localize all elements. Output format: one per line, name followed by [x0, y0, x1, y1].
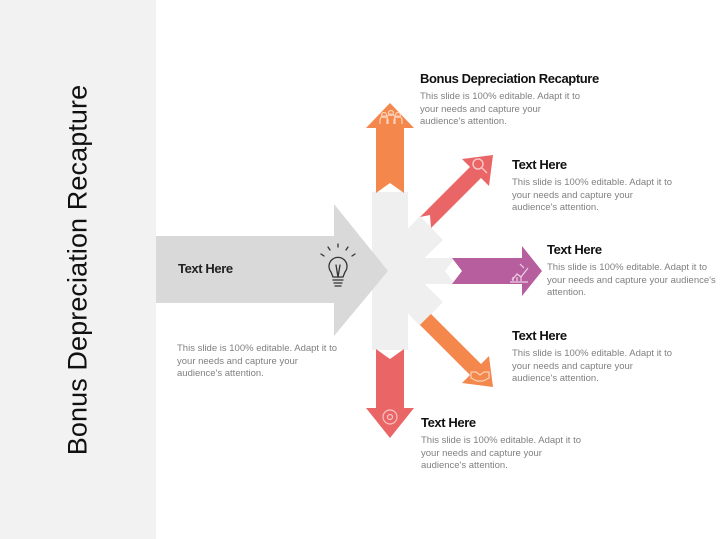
branch-heading-up: Bonus Depreciation Recapture [420, 71, 599, 86]
main-arrow-description: This slide is 100% editable. Adapt it to… [177, 343, 338, 379]
branch-heading-down-right: Text Here [512, 328, 567, 343]
growth-chart-icon [510, 263, 529, 283]
branch-heading-down: Text Here [421, 415, 476, 430]
main-arrow [156, 204, 388, 336]
lightbulb-icon [320, 243, 356, 287]
branch-description-down-right: This slide is 100% editable. Adapt it to… [512, 348, 673, 384]
handshake-icon [470, 371, 490, 382]
branch-description-down: This slide is 100% editable. Adapt it to… [421, 435, 582, 471]
branch-heading-right: Text Here [547, 242, 602, 257]
arrow-right [452, 246, 542, 296]
branch-description-up-right: This slide is 100% editable. Adapt it to… [512, 177, 673, 213]
arrow-down-right [420, 314, 493, 387]
arrow-down [366, 349, 414, 438]
target-icon [382, 409, 398, 425]
search-icon [472, 158, 488, 174]
main-arrow-label: Text Here [178, 261, 233, 276]
branch-heading-up-right: Text Here [512, 157, 567, 172]
side-panel: Bonus Depreciation Recapture [0, 0, 156, 539]
people-icon [379, 109, 403, 124]
branch-description-up: This slide is 100% editable. Adapt it to… [420, 91, 581, 127]
arrow-up [366, 103, 414, 193]
arrow-up-right [420, 155, 493, 228]
hub-shapes [372, 192, 455, 350]
branch-description-right: This slide is 100% editable. Adapt it to… [547, 262, 716, 298]
